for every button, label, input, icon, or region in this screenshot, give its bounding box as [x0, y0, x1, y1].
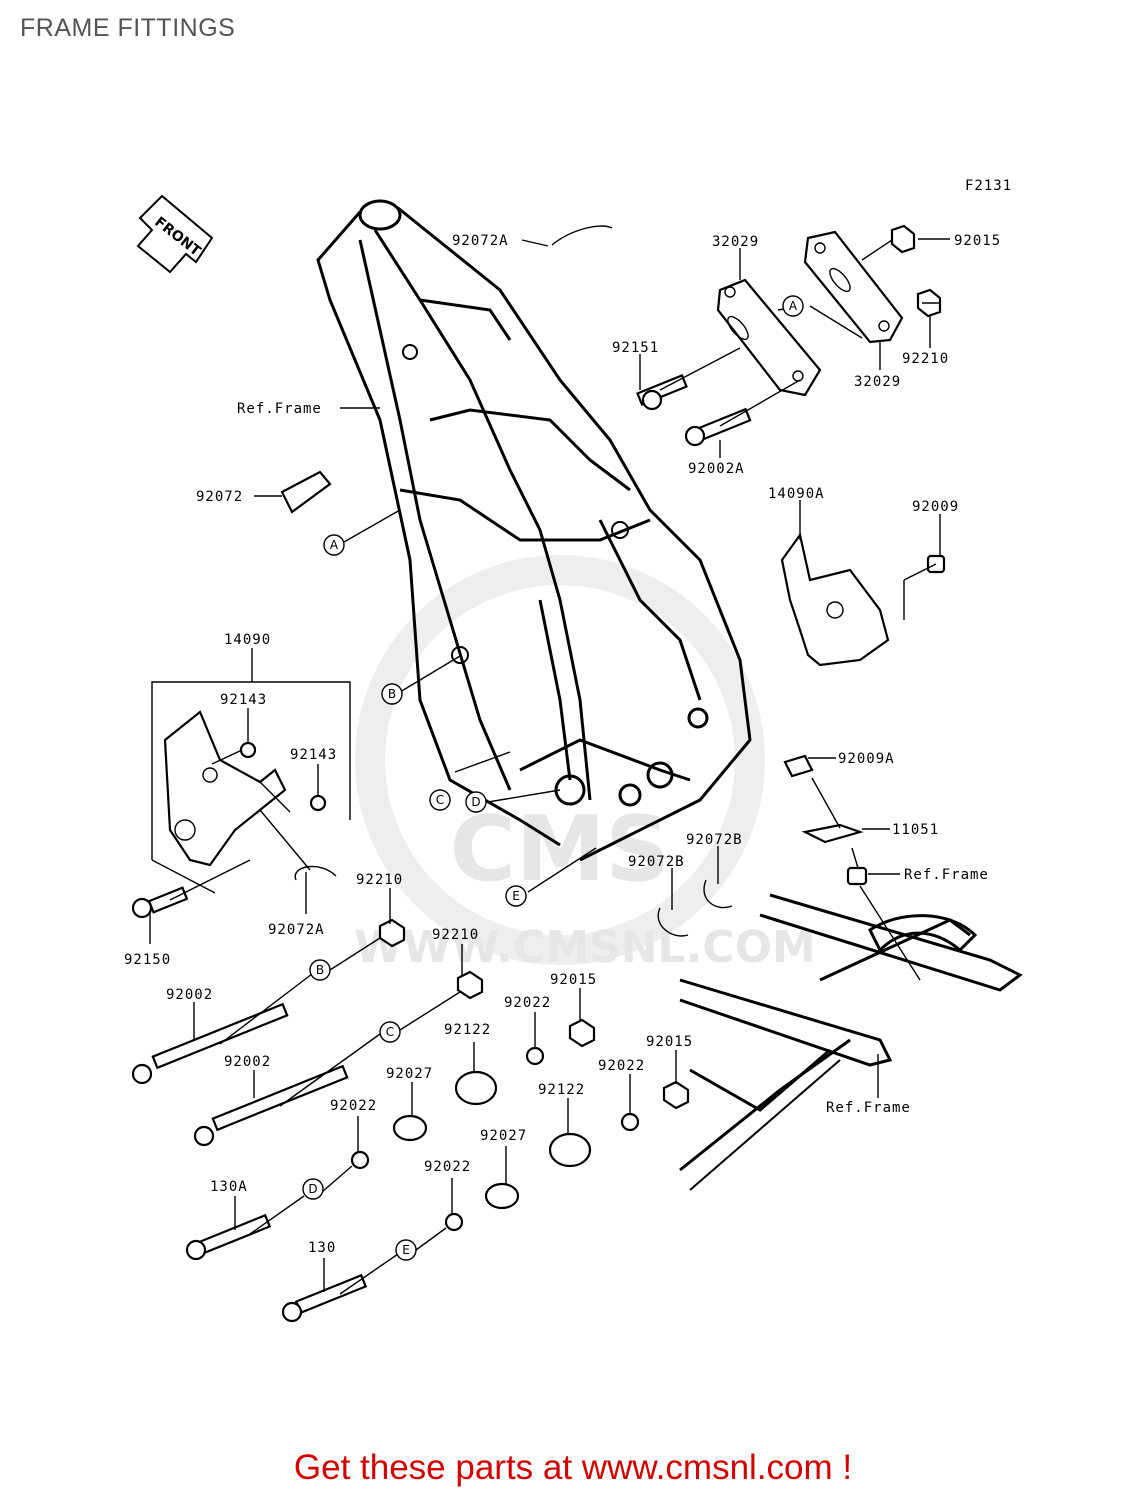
part-label: 92072B — [686, 832, 743, 848]
part-label: 92210 — [432, 927, 479, 943]
figure-code: F2131 — [965, 178, 1012, 194]
svg-text:D: D — [471, 795, 480, 809]
part-label: 92210 — [902, 351, 949, 367]
svg-text:B: B — [388, 687, 396, 701]
part-label: 92027 — [386, 1066, 433, 1082]
callout-c-frame: C — [429, 789, 451, 811]
part-label: 92009A — [838, 751, 895, 767]
callout-d-frame: D — [465, 791, 487, 813]
part-label: 130 — [308, 1240, 336, 1256]
callout-a-left: A — [323, 534, 345, 556]
callout-d-bolt: D — [302, 1178, 324, 1200]
hardware-parts — [131, 224, 946, 1323]
part-label: 92009 — [912, 499, 959, 515]
svg-text:B: B — [316, 963, 324, 977]
part-label: 92027 — [480, 1128, 527, 1144]
engine-bracket-32029 — [716, 230, 904, 397]
part-label: 92072B — [628, 854, 685, 870]
part-label: 92002A — [688, 461, 745, 477]
front-arrow-icon: FRONT — [136, 194, 214, 274]
part-label: 92022 — [330, 1098, 377, 1114]
part-label: 11051 — [892, 822, 939, 838]
rear-frame-illustration — [679, 893, 1023, 1191]
part-label: 92015 — [646, 1034, 693, 1050]
part-label: 92210 — [356, 872, 403, 888]
part-label: Ref.Frame — [826, 1100, 911, 1116]
svg-text:E: E — [402, 1243, 410, 1257]
part-label: 130A — [210, 1179, 248, 1195]
part-label: 32029 — [854, 374, 901, 390]
svg-text:A: A — [789, 299, 798, 313]
part-label: 92022 — [504, 995, 551, 1011]
svg-text:C: C — [436, 793, 444, 807]
part-labels: 92072A 32029 92015 92151 92210 32029 Ref… — [124, 233, 1001, 1256]
part-label: 92015 — [954, 233, 1001, 249]
callout-a-top: A — [782, 295, 804, 317]
part-label: 92143 — [290, 747, 337, 763]
part-label: 92002 — [166, 987, 213, 1003]
callout-b-bolt: B — [309, 959, 331, 981]
part-label: 14090 — [224, 632, 271, 648]
part-label: 92072A — [268, 922, 325, 938]
watermark-logo: CMS — [450, 797, 670, 902]
part-label: 32029 — [712, 234, 759, 250]
callout-b-frame: B — [381, 683, 403, 705]
part-label: 14090A — [768, 486, 825, 502]
part-label: 92150 — [124, 952, 171, 968]
part-label: 92143 — [220, 692, 267, 708]
part-label: Ref.Frame — [237, 401, 322, 417]
guard-14090-box — [151, 681, 351, 894]
svg-text:C: C — [386, 1025, 394, 1039]
part-label: 92015 — [550, 972, 597, 988]
parts-diagram: CMS WWW.CMSNL.COM F2131 FRONT — [124, 178, 1023, 1323]
watermark: CMS WWW.CMSNL.COM — [354, 555, 816, 973]
callout-e-frame: E — [505, 885, 527, 907]
svg-text:D: D — [308, 1182, 317, 1196]
part-label: 92072A — [452, 233, 509, 249]
part-label: 92151 — [612, 340, 659, 356]
svg-text:E: E — [512, 889, 520, 903]
svg-text:A: A — [330, 538, 339, 552]
watermark-url: WWW.CMSNL.COM — [354, 922, 816, 973]
part-label: 92022 — [424, 1159, 471, 1175]
part-label: 92072 — [196, 489, 243, 505]
footer-link[interactable]: Get these parts at www.cmsnl.com ! — [293, 1448, 853, 1487]
footer-banner: Get these parts at www.cmsnl.com ! — [0, 1448, 1146, 1488]
part-label: 92122 — [538, 1082, 585, 1098]
callout-markers: A A B B C C D D E E — [302, 295, 804, 1261]
part-label: Ref.Frame — [904, 867, 989, 883]
leader-lines — [149, 238, 950, 1295]
callout-e-bolt: E — [395, 1239, 417, 1261]
page-title: FRAME FITTINGS — [20, 14, 236, 42]
frame-illustration — [316, 199, 752, 862]
callout-c-bolt: C — [379, 1021, 401, 1043]
part-label: 92122 — [444, 1022, 491, 1038]
chain-guard-14090A — [780, 532, 890, 667]
part-label: 92002 — [224, 1054, 271, 1070]
part-label: 92022 — [598, 1058, 645, 1074]
